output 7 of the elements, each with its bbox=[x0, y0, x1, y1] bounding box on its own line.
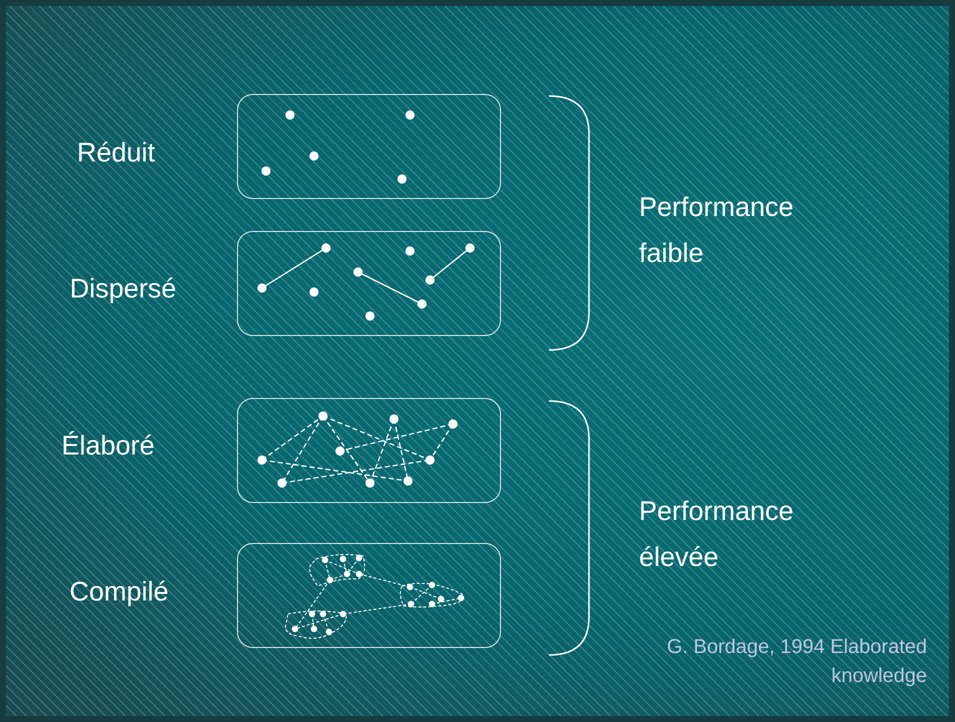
row-label: Dispersé bbox=[70, 274, 176, 304]
caption: G. Bordage, 1994 Elaborated knowledge bbox=[666, 635, 927, 689]
row-label: Élaboré bbox=[61, 430, 155, 462]
group-label: Performance faible bbox=[639, 191, 795, 270]
group-label: Performance élevée bbox=[639, 495, 795, 574]
row-label: Réduit bbox=[76, 138, 156, 168]
row-label: Compilé bbox=[69, 576, 169, 608]
